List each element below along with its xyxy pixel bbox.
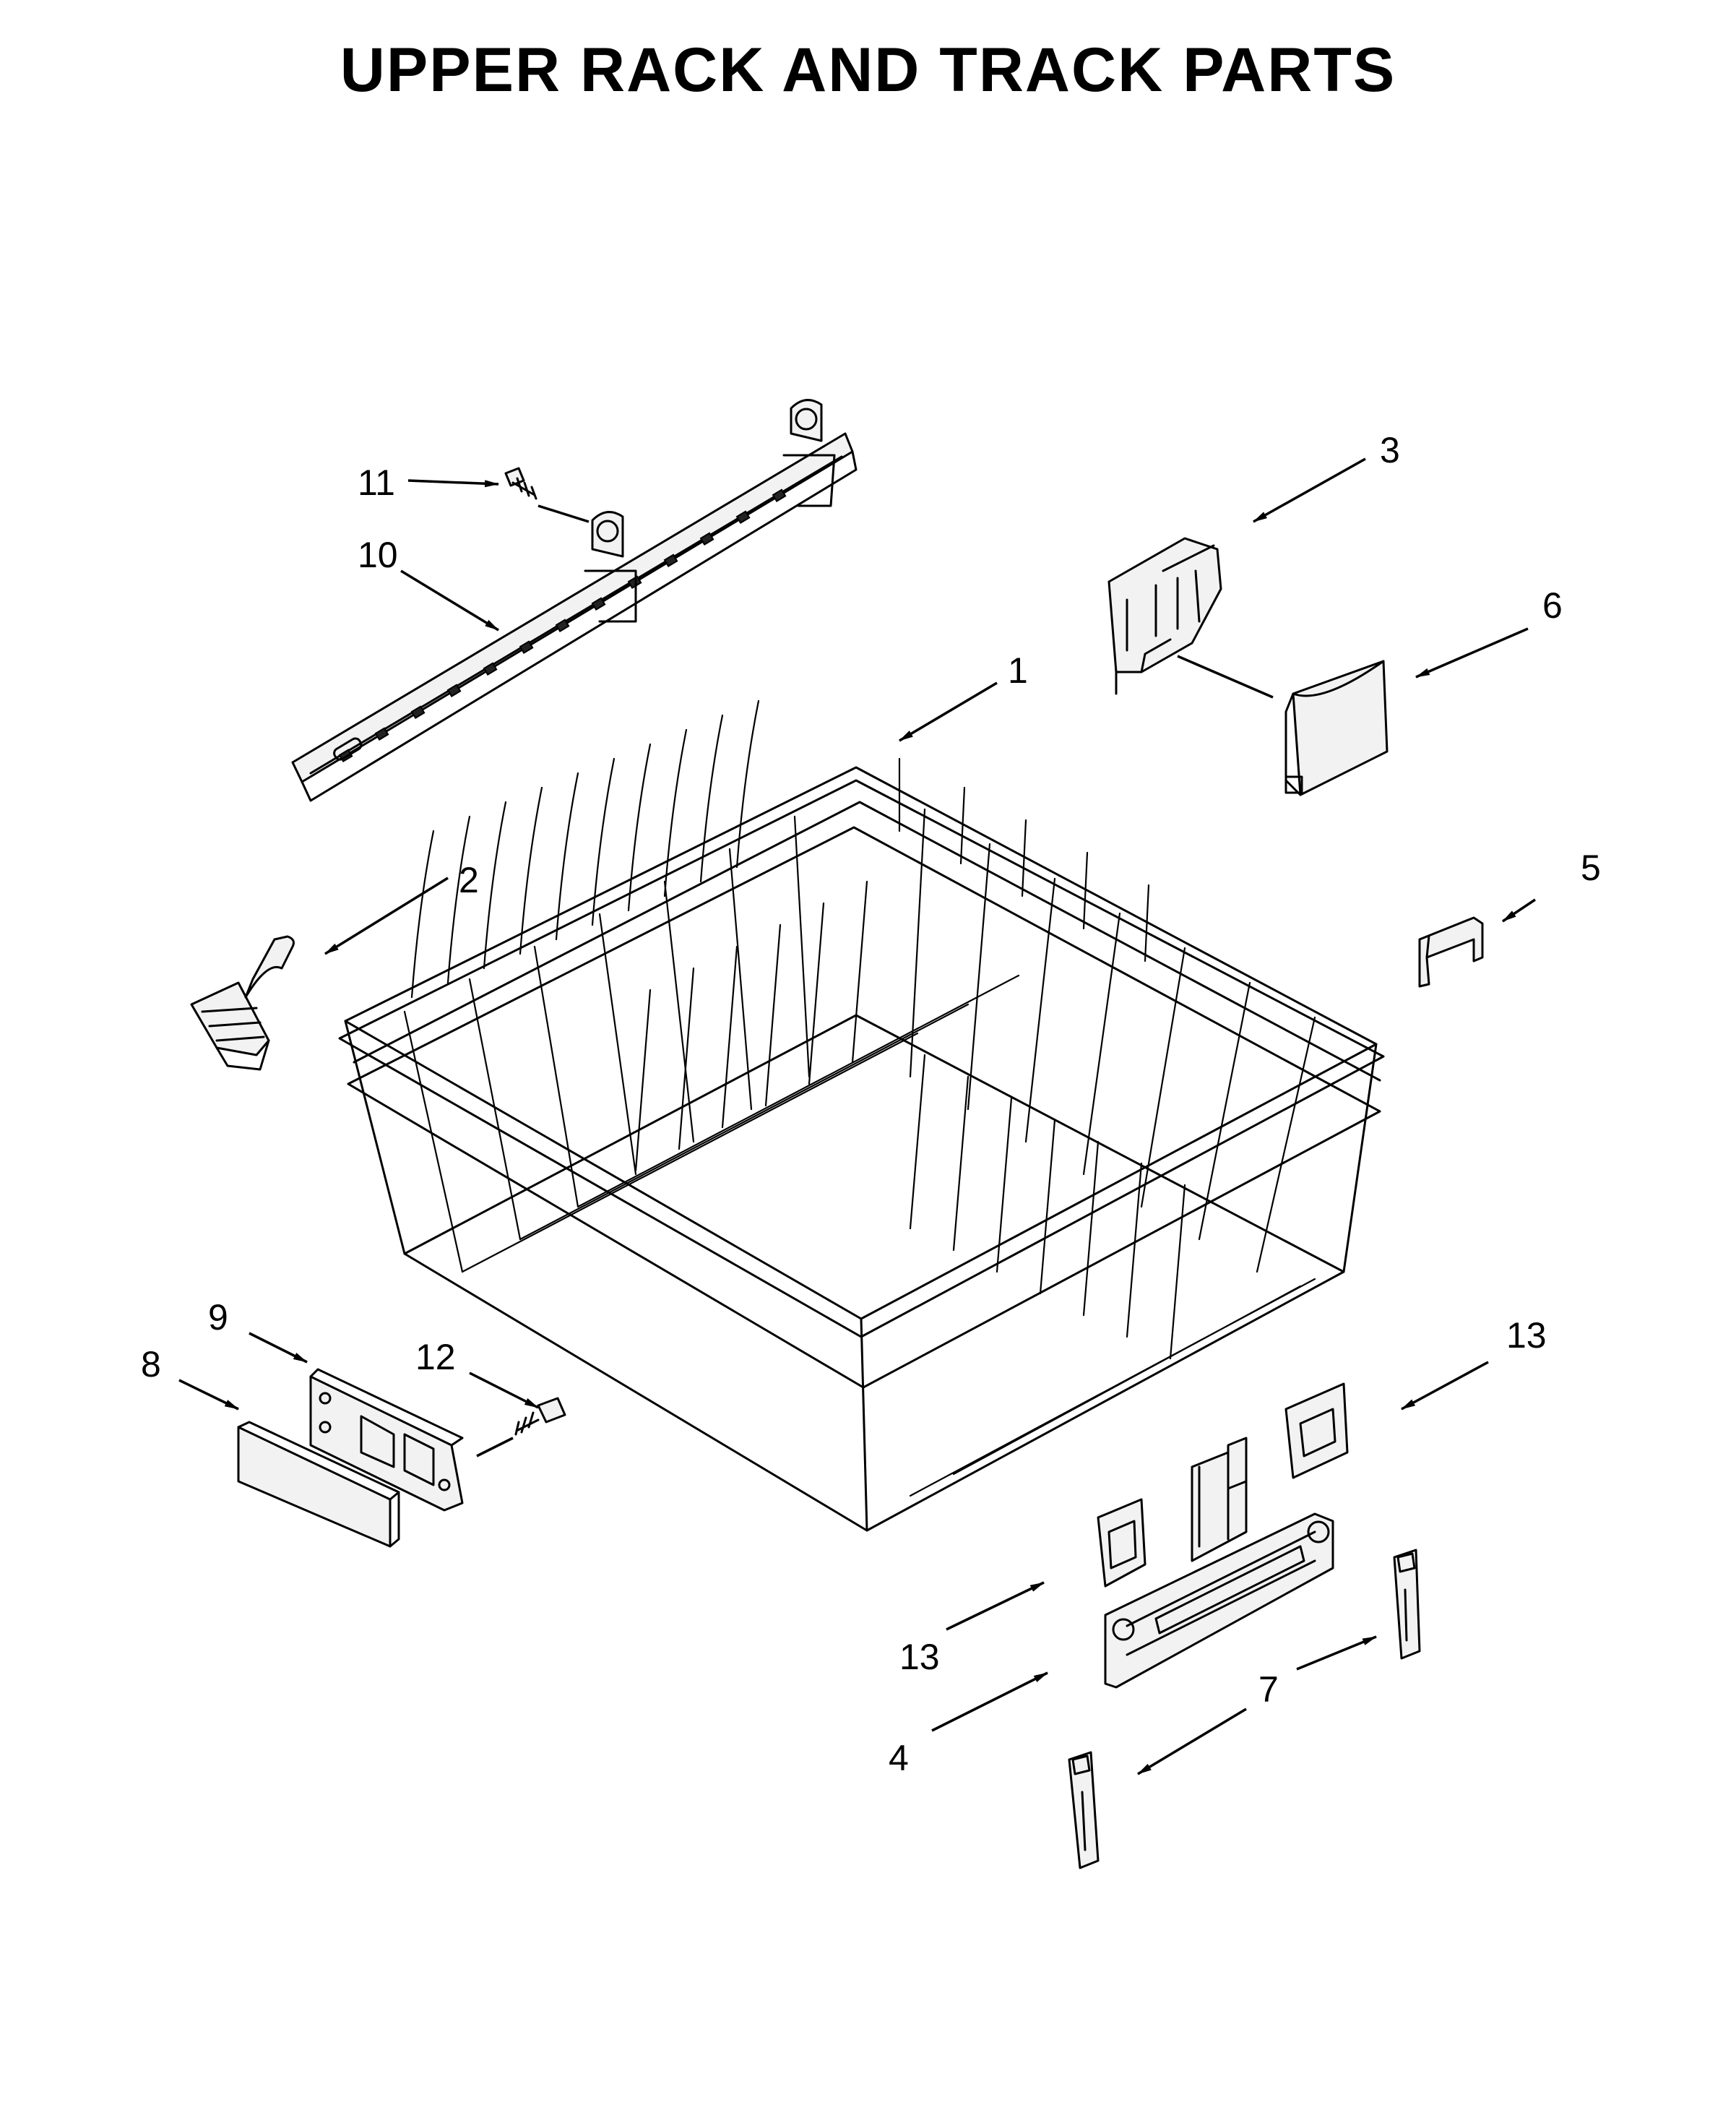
leader-lines xyxy=(178,457,1536,1775)
part-rack-stop-right xyxy=(1393,1549,1421,1660)
callout-13-left: 13 xyxy=(899,1637,940,1677)
callout-11: 11 xyxy=(358,462,395,503)
callout-4: 4 xyxy=(889,1738,909,1778)
part-adjuster-clip-left xyxy=(1097,1498,1146,1588)
callout-6: 6 xyxy=(1542,585,1563,626)
part-handle-base xyxy=(309,1368,464,1512)
part-adjuster-clip xyxy=(1418,916,1484,988)
part-adjuster-cover xyxy=(1177,655,1389,796)
callout-1: 1 xyxy=(1008,650,1028,691)
part-rack-stop-left xyxy=(1068,1751,1100,1869)
part-adjuster-clip-right xyxy=(1284,1382,1349,1479)
part-rack-adjuster-housing xyxy=(1107,537,1222,695)
callout-labels: 11 10 1 2 3 6 5 9 8 12 13 13 4 7 xyxy=(141,430,1601,1778)
callout-12: 12 xyxy=(415,1337,456,1377)
callout-9: 9 xyxy=(208,1297,228,1338)
part-handle-screw xyxy=(476,1397,566,1457)
callout-8: 8 xyxy=(141,1344,161,1385)
callout-5: 5 xyxy=(1581,848,1601,888)
part-track-screw xyxy=(504,467,537,500)
part-handle-cover xyxy=(237,1421,400,1548)
callout-2: 2 xyxy=(459,860,479,900)
callout-7: 7 xyxy=(1258,1669,1279,1710)
part-rack-adjuster-handle xyxy=(190,935,295,1071)
callout-3: 3 xyxy=(1380,430,1400,470)
part-rack-adjuster-assembly xyxy=(1104,1437,1334,1689)
part-track-rail xyxy=(291,399,858,802)
callout-10: 10 xyxy=(358,535,398,575)
callout-13-right: 13 xyxy=(1506,1315,1547,1356)
diagram-title: UPPER RACK AND TRACK PARTS xyxy=(340,35,1396,105)
part-upper-rack xyxy=(338,699,1385,1532)
